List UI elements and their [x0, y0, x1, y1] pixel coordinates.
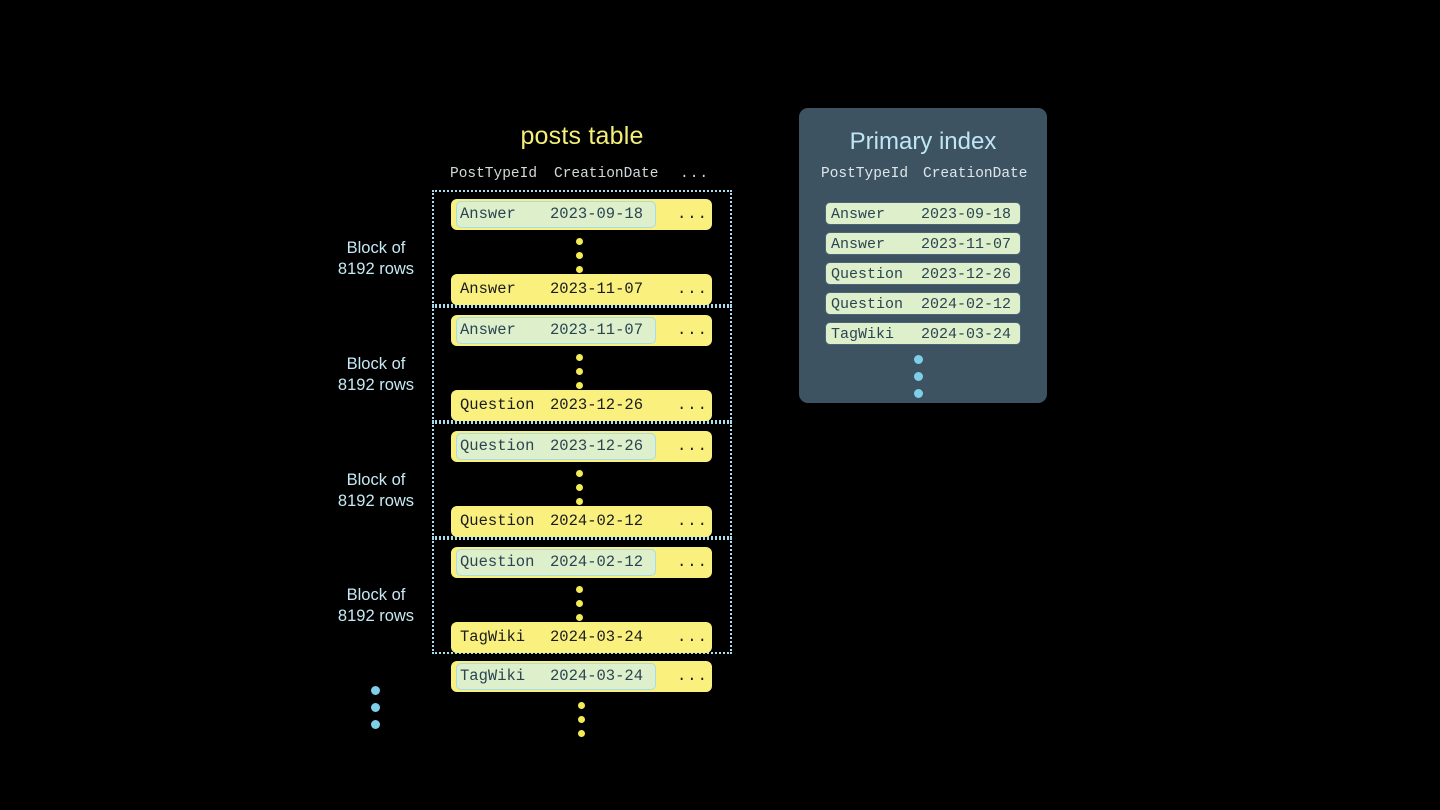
cell-creationdate: 2024-02-12	[550, 512, 644, 530]
block-label-line1: Block of	[346, 239, 406, 257]
block-label-1: Block of 8192 rows	[296, 238, 456, 280]
cell-creationdate: 2023-09-18	[550, 205, 644, 223]
table-row: TagWiki 2024-03-24 ...	[451, 622, 712, 653]
index-row: Answer 2023-11-07	[825, 232, 1021, 255]
primary-index-title: Primary index	[849, 128, 997, 155]
cell-posttypeid: Answer	[460, 321, 516, 339]
index-row: Question 2023-12-26	[825, 262, 1021, 285]
index-cell-posttypeid: Question	[831, 296, 904, 313]
cell-more: ...	[677, 205, 708, 223]
table-row: Answer 2023-11-07 ...	[451, 274, 712, 305]
cell-posttypeid: Question	[460, 512, 535, 530]
table-row: Answer 2023-09-18 ...	[451, 199, 712, 230]
blocks-continuation-dots	[371, 686, 380, 729]
table-row: Question 2023-12-26 ...	[451, 390, 712, 421]
cell-posttypeid: Answer	[460, 280, 516, 298]
cell-more: ...	[677, 512, 708, 530]
table-row: Question 2024-02-12 ...	[451, 506, 712, 537]
index-cell-posttypeid: Answer	[831, 206, 886, 223]
posts-table-title: posts table	[520, 122, 644, 150]
row-ellipsis-dots	[576, 470, 584, 505]
column-header-more: ...	[680, 166, 710, 182]
cell-more: ...	[677, 628, 708, 646]
cell-creationdate: 2023-11-07	[550, 280, 644, 298]
block-label-line1: Block of	[346, 355, 406, 373]
row-highlight-box	[456, 549, 656, 576]
table-row: Answer 2023-11-07 ...	[451, 315, 712, 346]
cell-creationdate: 2024-03-24	[550, 667, 644, 685]
cell-creationdate: 2024-03-24	[550, 628, 644, 646]
column-header-posttypeid: PostTypeId	[450, 166, 538, 182]
cell-creationdate: 2023-12-26	[550, 437, 644, 455]
column-header-creationdate: CreationDate	[554, 166, 659, 182]
index-cell-creationdate: 2024-02-12	[921, 296, 1012, 313]
row-ellipsis-dots	[576, 354, 584, 389]
block-label-line2: 8192 rows	[337, 492, 415, 510]
index-column-header-creationdate: CreationDate	[923, 166, 1028, 182]
block-label-3: Block of 8192 rows	[296, 470, 456, 512]
table-continuation-dots	[578, 702, 586, 737]
block-label-2: Block of 8192 rows	[296, 354, 456, 396]
index-cell-creationdate: 2024-03-24	[921, 326, 1012, 343]
cell-more: ...	[677, 321, 708, 339]
block-1: Answer 2023-09-18 ... Answer 2023-11-07 …	[432, 190, 732, 306]
block-label-4: Block of 8192 rows	[296, 585, 456, 627]
cell-creationdate: 2023-11-07	[550, 321, 644, 339]
index-column-header-posttypeid: PostTypeId	[821, 166, 909, 182]
cell-posttypeid: Question	[460, 396, 535, 414]
cell-posttypeid: Question	[460, 437, 535, 455]
block-label-line1: Block of	[346, 586, 406, 604]
block-label-line1: Block of	[346, 471, 406, 489]
row-highlight-box	[456, 201, 656, 228]
index-cell-posttypeid: Question	[831, 266, 904, 283]
block-3: Question 2023-12-26 ... Question 2024-02…	[432, 422, 732, 538]
index-cell-creationdate: 2023-12-26	[921, 266, 1012, 283]
row-highlight-box	[456, 317, 656, 344]
cell-more: ...	[677, 396, 708, 414]
index-row: TagWiki 2024-03-24	[825, 322, 1021, 345]
block-label-line2: 8192 rows	[337, 607, 415, 625]
row-highlight-box	[456, 663, 656, 690]
block-4: Question 2024-02-12 ... TagWiki 2024-03-…	[432, 538, 732, 654]
cell-more: ...	[677, 437, 708, 455]
index-row: Answer 2023-09-18	[825, 202, 1021, 225]
index-cell-creationdate: 2023-09-18	[921, 206, 1012, 223]
table-row: Question 2024-02-12 ...	[451, 547, 712, 578]
cell-more: ...	[677, 280, 708, 298]
index-continuation-dots	[914, 355, 923, 398]
block-label-line2: 8192 rows	[337, 260, 415, 278]
row-ellipsis-dots	[576, 238, 584, 273]
index-cell-posttypeid: TagWiki	[831, 326, 895, 343]
block-label-line2: 8192 rows	[337, 376, 415, 394]
table-row: Question 2023-12-26 ...	[451, 431, 712, 462]
index-row: Question 2024-02-12	[825, 292, 1021, 315]
cell-creationdate: 2023-12-26	[550, 396, 644, 414]
cell-posttypeid: TagWiki	[460, 667, 526, 685]
cell-creationdate: 2024-02-12	[550, 553, 644, 571]
primary-index-panel: Primary index PostTypeId CreationDate An…	[799, 108, 1047, 403]
cell-more: ...	[677, 553, 708, 571]
index-cell-creationdate: 2023-11-07	[921, 236, 1012, 253]
primary-index-column-headers: PostTypeId CreationDate	[799, 166, 1047, 186]
cell-posttypeid: TagWiki	[460, 628, 526, 646]
cell-posttypeid: Question	[460, 553, 535, 571]
cell-posttypeid: Answer	[460, 205, 516, 223]
cell-more: ...	[677, 667, 708, 685]
row-highlight-box	[456, 433, 656, 460]
table-row-trailing: TagWiki 2024-03-24 ...	[451, 661, 712, 692]
block-2: Answer 2023-11-07 ... Question 2023-12-2…	[432, 306, 732, 422]
index-cell-posttypeid: Answer	[831, 236, 886, 253]
row-ellipsis-dots	[576, 586, 584, 621]
posts-table-column-headers: PostTypeId CreationDate ...	[432, 166, 732, 186]
